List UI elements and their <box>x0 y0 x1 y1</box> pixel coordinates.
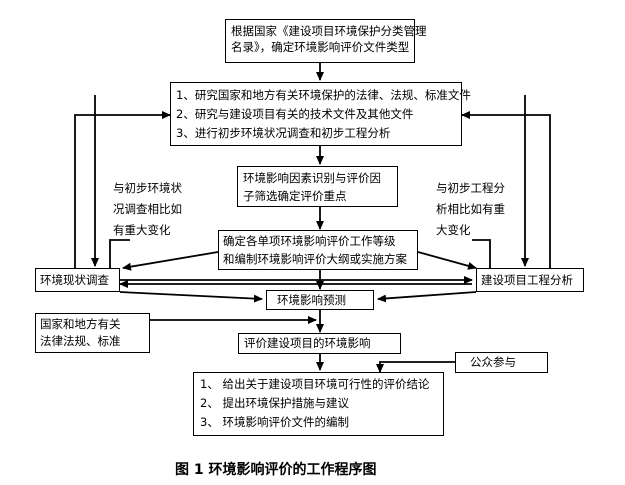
regulations-line-1: 国家和地方有关 <box>40 317 121 331</box>
grading-line-2: 和编制环境影响评价大纲或实施方案 <box>223 252 407 266</box>
grading-box: 确定各单项环境影响评价工作等级 和编制环境影响评价大纲或实施方案 <box>218 230 418 270</box>
research-line-1: 1、研究国家和地方有关环境保护的法律、法规、标准文件 <box>176 88 471 102</box>
assessment-label: 评价建设项目的环境影响 <box>244 336 371 350</box>
factors-line-2: 子筛选确定评价重点 <box>243 189 347 203</box>
right-note-line-1: 与初步工程分 <box>436 181 505 195</box>
arrow-grading-to-survey <box>122 251 219 271</box>
bracket-left-note <box>109 239 130 268</box>
right-note-line-2: 析相比如有重 <box>436 202 505 216</box>
right-change-note: 与初步工程分 析相比如有重 大变化 <box>436 178 505 241</box>
arrow-grading-to-analysis <box>417 251 477 270</box>
left-note-line-1: 与初步环境状 <box>113 181 182 195</box>
project-analysis-box: 建设项目工程分析 <box>476 268 584 292</box>
directory-box: 根据国家《建设项目环境保护分类管理 名录》，确定环境影响评价文件类型 <box>225 19 427 63</box>
prediction-box: 环境影响预测 <box>266 290 374 310</box>
regulations-box: 国家和地方有关 法律法规、标准 <box>35 313 150 353</box>
conclusions-line-1: 1、 给出关于建设项目环境可行性的评价结论 <box>200 377 430 391</box>
regulations-line-2: 法律法规、标准 <box>40 334 121 348</box>
arrow-analysis-to-prediction <box>377 291 477 303</box>
conclusions-line-2: 2、 提出环境保护措施与建议 <box>200 396 349 410</box>
grading-line-1: 确定各单项环境影响评价工作等级 <box>223 234 396 248</box>
project-analysis-label: 建设项目工程分析 <box>481 273 573 287</box>
factors-box: 环境影响因素识别与评价因 子筛选确定评价重点 <box>237 166 398 207</box>
arrow-analysis-loop-right <box>461 111 551 270</box>
research-line-3: 3、进行初步环境状况调查和初步工程分析 <box>176 126 391 140</box>
left-note-line-3: 有重大变化 <box>113 223 171 237</box>
conclusions-box: 1、 给出关于建设项目环境可行性的评价结论 2、 提出环境保护措施与建议 3、 … <box>193 372 444 436</box>
conclusions-line-3: 3、 环境影响评价文件的编制 <box>200 415 349 429</box>
prediction-label: 环境影响预测 <box>277 293 346 307</box>
public-participation-box: 公众参与 <box>455 352 548 373</box>
research-line-2: 2、研究与建设项目有关的技术文件及其他文件 <box>176 107 414 121</box>
arrow-survey-loop-left <box>74 111 171 270</box>
left-note-line-2: 况调查相比如 <box>113 202 182 216</box>
figure-caption: 图 1 环境影响评价的工作程序图 <box>175 462 377 478</box>
right-note-line-3: 大变化 <box>436 223 471 237</box>
public-participation-label: 公众参与 <box>470 355 516 369</box>
research-box: 1、研究国家和地方有关环境保护的法律、法规、标准文件 2、研究与建设项目有关的技… <box>170 82 471 146</box>
directory-line-1: 根据国家《建设项目环境保护分类管理 <box>231 24 427 38</box>
factors-line-1: 环境影响因素识别与评价因 <box>243 171 381 185</box>
left-change-note: 与初步环境状 况调查相比如 有重大变化 <box>113 178 182 241</box>
arrow-public-to-conclusions <box>376 361 455 373</box>
env-survey-label: 环境现状调查 <box>40 273 109 287</box>
assessment-box: 评价建设项目的环境影响 <box>238 333 401 354</box>
directory-line-2: 名录》，确定环境影响评价文件类型 <box>231 40 410 54</box>
arrow-survey-to-prediction <box>119 291 263 303</box>
env-survey-box: 环境现状调查 <box>35 268 120 292</box>
bracket-right-note <box>472 239 491 268</box>
